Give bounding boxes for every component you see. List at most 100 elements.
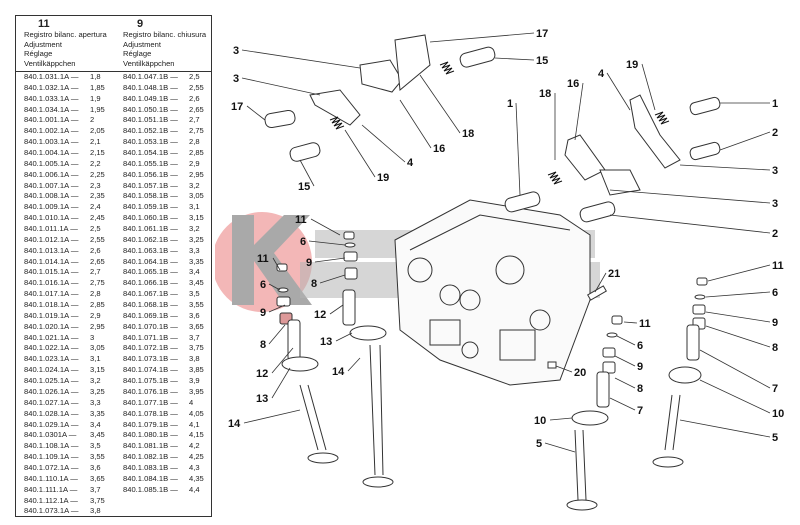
thickness-value: 3,7 [90,484,101,494]
callout-number: 16 [567,78,579,90]
leader-line [314,257,346,263]
part-code: 840.1.085.1B — [123,484,178,494]
thickness-value: 3,4 [189,267,200,277]
callout: 3 [233,45,361,69]
thickness-value: 3,8 [189,354,200,364]
part-code: 840.1.028.1A — [24,408,79,418]
callout: 9 [614,355,643,373]
thickness-value: 3,55 [90,452,105,462]
part-code: 840.1.108.1A — [24,441,79,451]
leader-line [679,164,771,171]
callout: 20 [555,365,586,379]
callout: 9 [260,304,286,319]
leader-line [549,417,573,421]
leader-line [699,379,771,414]
leader-line [623,321,638,324]
leader-line [719,131,771,151]
part-code: 840.1.062.1B — [123,234,178,244]
part-code: 840.1.068.1B — [123,300,178,310]
callout: 15 [298,159,315,193]
callout: 6 [260,279,281,291]
callout: 3 [609,189,778,210]
part-code: 840.1.055.1B — [123,158,178,168]
leader-line [616,335,636,346]
parts-table: 11 Registro bilanc. apertura Adjustment … [15,15,212,517]
leader-line [609,189,771,204]
part-code: 840.1.059.1B — [123,202,178,212]
callout-number: 3 [233,73,239,85]
thickness-value: 2,15 [90,148,105,158]
part-code: 840.1.073.1B — [123,354,178,364]
thickness-value: 3,6 [90,462,101,472]
callout: 11 [257,253,281,271]
callout-number: 14 [332,366,345,378]
part-code: 840.1.015.1A — [24,267,79,277]
col-a-heading-en: Adjustment [24,39,62,49]
leader-line [614,377,636,389]
callout: 8 [614,377,643,395]
thickness-value: 3,3 [90,397,101,407]
thickness-value: 2,6 [90,245,101,255]
callout: 17 [429,28,548,43]
thickness-value: 3,3 [189,245,200,255]
leader-line [614,355,636,367]
leader-line [241,49,361,69]
thickness-value: 3,5 [189,289,200,299]
callout: 18 [539,88,556,160]
callout-number: 8 [772,342,778,354]
part-code: 840.1.009.1A — [24,202,79,212]
leader-line [268,283,281,291]
part-code: 840.1.053.1B — [123,137,178,147]
thickness-value: 2,1 [90,137,101,147]
thickness-value: 2,6 [189,93,200,103]
leader-line [271,367,291,399]
callout: 10 [534,415,573,427]
tappet-shafts [264,46,721,223]
callout-number: 10 [534,415,546,427]
callout-number: 15 [536,55,548,67]
thickness-value: 2,75 [189,126,204,136]
part-code: 840.1.076.1B — [123,386,178,396]
part-code: 840.1.054.1B — [123,148,178,158]
callout: 6 [705,287,778,299]
parts [264,34,721,511]
callout-number: 19 [626,59,638,71]
thickness-value: 3,5 [90,441,101,451]
thickness-value: 3,55 [189,300,204,310]
part-code: 840.1.112.1A — [24,495,78,505]
col-b-heading-en: Adjustment [123,39,161,49]
thickness-value: 1,95 [90,104,105,114]
part-code: 840.1.003.1A — [24,137,79,147]
thickness-value: 3,4 [90,419,101,429]
thickness-value: 4,4 [189,484,200,494]
col-b-ref: 9 [137,18,144,30]
thickness-value: 2,55 [90,234,105,244]
thickness-value: 4,25 [189,452,204,462]
callout-number: 14 [228,418,241,430]
callout: 2 [719,127,778,151]
part-code: 840.1.061.1B — [123,224,178,234]
part-code: 840.1.004.1A — [24,148,79,158]
thickness-value: 2,85 [90,300,105,310]
leader-line [544,442,576,453]
callout: 5 [536,438,576,453]
col-a-heading-de: Ventilkäppchen [24,58,76,68]
callout-number: 20 [574,367,586,379]
callout-number: 6 [772,287,778,299]
callout-number: 2 [772,228,778,240]
thickness-value: 3,35 [189,256,204,266]
thickness-value: 2,45 [90,213,105,223]
part-code: 840.1.056.1B — [123,169,178,179]
part-code: 840.1.072.1B — [123,343,178,353]
callouts: 3171531741911181616184191523321169811698… [228,28,784,453]
thickness-value: 2,55 [189,82,204,92]
callout: 15 [494,55,548,67]
thickness-value: 1,85 [90,82,105,92]
part-code: 840.1.060.1B — [123,213,178,223]
callout-number: 9 [260,307,266,319]
part-code: 840.1.079.1B — [123,419,178,429]
thickness-value: 4,1 [189,419,200,429]
callout-number: 12 [314,309,326,321]
part-code: 840.1.026.1A — [24,386,79,396]
thickness-value: 2,7 [189,115,200,125]
